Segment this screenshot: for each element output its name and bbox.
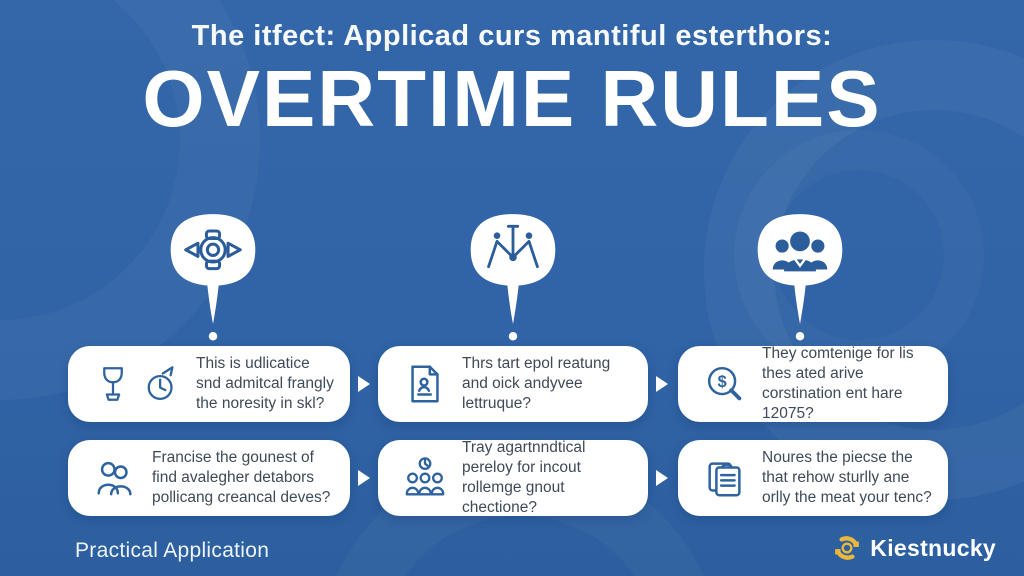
brand-logo: Kiestnucky (833, 534, 996, 562)
document-icon (411, 365, 439, 403)
group-clock-icon (405, 457, 445, 496)
info-card-3: $ They comtenige for lis thes ated arive… (678, 344, 948, 423)
people-icon (97, 461, 132, 496)
info-card-1: This is udlicatice snd admitcal frangly … (68, 346, 350, 422)
header: The itfect: Applicad curs mantiful ester… (0, 20, 1024, 139)
card-text: Thrs tart epol reatung and oick andyvee … (462, 354, 611, 413)
card-text: Tray agartnndtical pereloy for incout ro… (462, 438, 586, 517)
page-subtitle: The itfect: Applicad curs mantiful ester… (191, 20, 833, 52)
goblet-icon (103, 367, 123, 401)
arrow-right-icon (656, 376, 668, 392)
circular-arrows-logo-icon (835, 536, 860, 560)
eye-icon (184, 229, 242, 271)
svg-text:$: $ (718, 373, 727, 391)
info-card-5: Tray agartnndtical pereloy for incout ro… (378, 438, 648, 517)
card-text: Noures the piecse the that rehow sturlly… (762, 448, 932, 507)
clock-flag-icon (147, 366, 174, 401)
page-title: OVERTIME RULES (142, 54, 882, 143)
info-card-2: Thrs tart epol reatung and oick andyvee … (378, 346, 648, 422)
team-icon (772, 231, 828, 272)
card-text: This is udlicatice snd admitcal frangly … (196, 354, 334, 413)
arrow-right-icon (358, 470, 370, 486)
speech-bubble-1 (166, 212, 260, 344)
info-card-4: Francise the gounest of find avalegher d… (68, 440, 350, 516)
info-card-6: Noures the piecse the that rehow sturlly… (678, 440, 948, 516)
documents-stack-icon (708, 462, 741, 497)
arrow-right-icon (656, 470, 668, 486)
footer-label: Practical Application (75, 539, 270, 562)
speech-bubble-2 (466, 212, 560, 344)
brand-name: Kiestnucky (870, 534, 996, 561)
speech-bubble-3 (753, 212, 847, 344)
connection-icon (487, 224, 539, 269)
dollar-magnifier-icon: $ (707, 366, 742, 401)
arrow-right-icon (358, 376, 370, 392)
card-text: Francise the gounest of find avalegher d… (152, 448, 331, 507)
card-text: They comtenige for lis thes ated arive c… (762, 344, 914, 423)
